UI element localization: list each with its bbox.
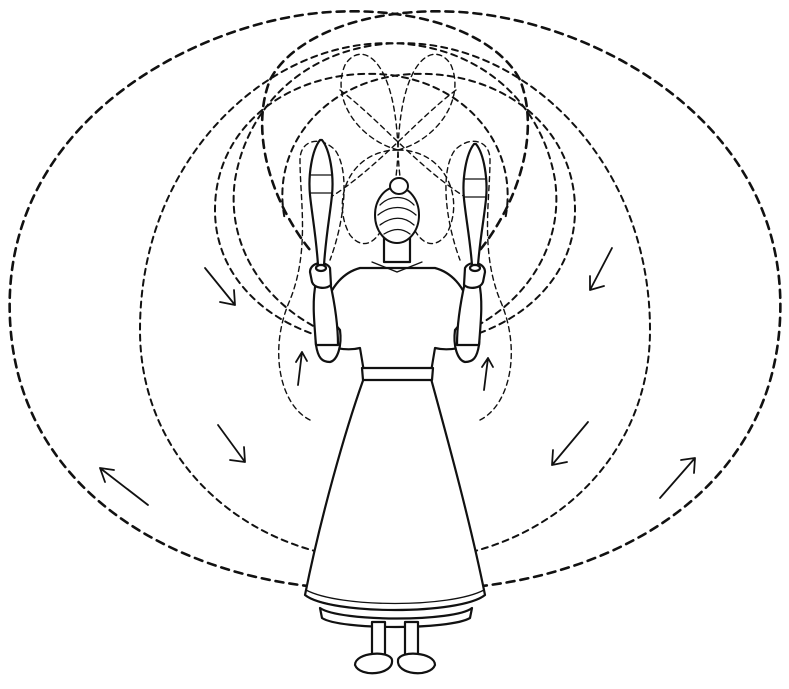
right-shoe — [398, 654, 435, 674]
blouse — [325, 268, 470, 378]
crown-petal-top-right — [398, 54, 455, 150]
arrow-up-right — [660, 458, 695, 498]
waist-belt — [362, 368, 433, 380]
right-club — [463, 144, 486, 271]
left-club-body — [309, 140, 332, 265]
hair-bun — [390, 178, 408, 194]
arrow-down-left-inner — [205, 268, 235, 305]
skirt — [305, 375, 485, 610]
head-hair — [375, 187, 419, 243]
arrow-down-right-inner — [590, 248, 612, 290]
right-club-knob — [470, 265, 480, 271]
arrow-small-up-right — [482, 358, 493, 390]
arrow-down-right-outer — [552, 422, 588, 465]
right-ankle — [405, 622, 418, 655]
crown-petal-top-left — [341, 54, 398, 150]
left-ankle — [372, 622, 385, 655]
arrow-down-left-outer — [218, 425, 245, 462]
arrow-up-left — [100, 468, 148, 505]
arrow-small-up-left — [296, 352, 307, 385]
left-club-knob — [316, 265, 326, 271]
left-shoe — [355, 654, 392, 674]
left-club — [309, 140, 332, 271]
